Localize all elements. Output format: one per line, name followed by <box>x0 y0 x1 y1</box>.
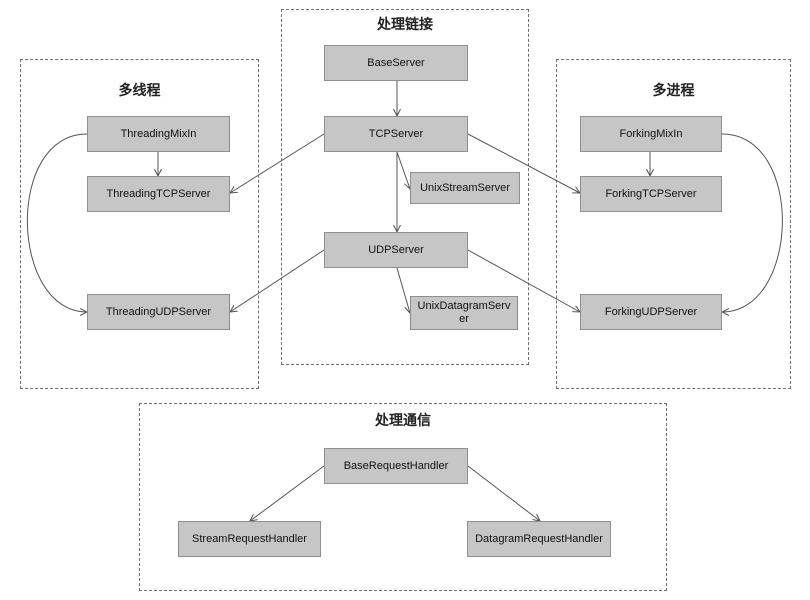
node-udp-server: UDPServer <box>324 232 468 268</box>
node-forking-tcp-server: ForkingTCPServer <box>580 176 722 212</box>
edge-base-to-stream-handler <box>250 465 325 521</box>
node-unix-datagram-server: UnixDatagramServer <box>410 296 518 330</box>
node-datagram-request-handler: DatagramRequestHandler <box>467 521 611 557</box>
edge-tcp-to-forkingtcp <box>467 133 580 193</box>
group-processing-chain: 处理链接 <box>281 9 529 365</box>
node-threading-udp-server: ThreadingUDPServer <box>87 294 230 330</box>
node-threading-tcp-server: ThreadingTCPServer <box>87 176 230 212</box>
node-unix-stream-server: UnixStreamServer <box>410 172 520 204</box>
edge-tcp-to-unixstream <box>396 151 410 189</box>
group-communication: 处理通信 <box>139 403 667 591</box>
node-tcp-server: TCPServer <box>324 116 468 152</box>
group-title-processing-chain: 处理链接 <box>377 16 433 32</box>
node-base-server: BaseServer <box>324 45 468 81</box>
group-title-communication: 处理通信 <box>375 412 431 428</box>
edge-udp-to-unixdatagram <box>396 267 410 313</box>
edge-forkingmixin-to-forkingudp <box>722 133 783 312</box>
edge-threadingmixin-to-threadingudp <box>26 133 87 312</box>
node-base-request-handler: BaseRequestHandler <box>324 448 468 484</box>
edge-udp-to-forkingudp <box>467 249 580 312</box>
group-title-multithread: 多线程 <box>118 82 161 98</box>
node-forking-mixin: ForkingMixIn <box>580 116 722 152</box>
edge-base-to-datagram-handler <box>467 465 540 521</box>
node-threading-mixin: ThreadingMixIn <box>87 116 230 152</box>
group-title-multiprocess: 多进程 <box>652 82 695 98</box>
node-forking-udp-server: ForkingUDPServer <box>580 294 722 330</box>
group-multithread: 多线程 <box>20 59 259 389</box>
group-multiprocess: 多进程 <box>556 59 791 389</box>
node-stream-request-handler: StreamRequestHandler <box>178 521 321 557</box>
edge-tcp-to-threadingtcp <box>230 133 325 193</box>
edge-udp-to-threadingudp <box>230 249 325 312</box>
